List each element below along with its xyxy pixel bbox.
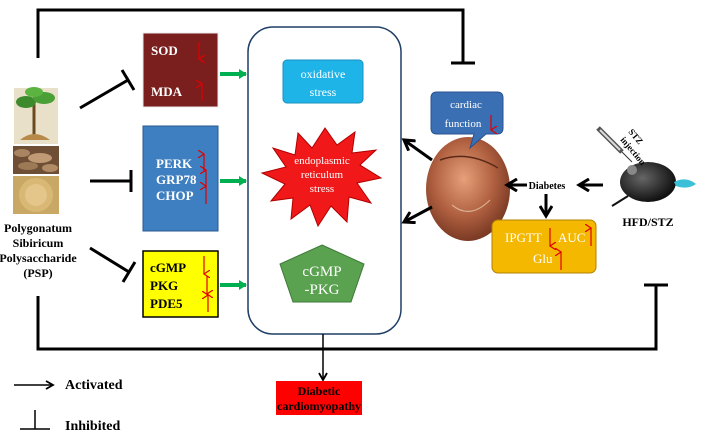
diabetes-label: Diabetes	[529, 181, 566, 192]
oxidative-stress-line2: stress	[310, 85, 337, 99]
syringe-icon	[596, 126, 633, 163]
heart-image	[426, 137, 510, 241]
glucose-tests-box	[491, 219, 597, 274]
marker-perk: PERK	[156, 156, 193, 171]
top-inhibition-line	[36, 8, 465, 63]
cgmp-pkg-pentagon	[279, 244, 365, 303]
marker-mda: MDA	[151, 84, 183, 99]
marker-grp78: GRP78	[156, 172, 197, 187]
heart-arrow-upper	[404, 140, 433, 162]
hfd-stz-label: HFD/STZ	[622, 215, 673, 229]
er-stress-line1: endoplasmic	[294, 155, 350, 167]
oxidative-stress-box	[282, 59, 364, 104]
source-label-line2: Sibiricum	[13, 236, 64, 250]
cardiac-function-callout	[430, 91, 504, 150]
source-label-line1: Polygonatum	[4, 221, 72, 235]
outcome-line2: cardiomyopathy	[277, 399, 361, 413]
oxidative-markers-box	[142, 32, 219, 108]
oxidative-stress-line1: oxidative	[301, 67, 346, 81]
marker-pkg: PKG	[150, 278, 178, 293]
bottom-inhibition-line	[36, 285, 658, 351]
marker-cgmp: cGMP	[150, 260, 186, 275]
inhibit-bar-box3	[121, 261, 137, 283]
cardiac-function-line1: cardiac	[450, 99, 482, 111]
marker-chop: CHOP	[156, 188, 194, 203]
legend-inhibited-label: Inhibited	[65, 419, 120, 434]
er-stress-line2: reticulum	[301, 169, 344, 181]
rhizome-image	[13, 146, 59, 174]
cgmp-pkg-line1: cGMP	[302, 264, 341, 280]
outcome-line1: Diabetic	[298, 384, 341, 398]
source-label-line3: Polysaccharide	[0, 251, 77, 265]
auc-label: AUC	[558, 230, 585, 245]
inhibit-bar-box1	[120, 69, 136, 91]
cgmp-markers-box	[142, 250, 219, 318]
ipgtt-label: IPGTT	[505, 230, 542, 245]
glu-label: Glu	[533, 251, 553, 266]
cardiac-function-line2: function	[445, 118, 482, 130]
cgmp-pkg-line2: -PKG	[304, 282, 339, 298]
inhibit-line-box1	[79, 78, 129, 110]
legend-activated-label: Activated	[65, 378, 123, 393]
mouse-image	[611, 162, 696, 207]
plant-image	[14, 87, 58, 144]
inhibit-line-box3	[89, 246, 130, 274]
powder-image	[13, 176, 59, 214]
heart-arrow-lower	[404, 205, 433, 222]
marker-pde5: PDE5	[150, 296, 183, 311]
source-label-line4: (PSP)	[23, 266, 52, 280]
er-stress-line3: stress	[310, 183, 334, 195]
marker-sod: SOD	[151, 43, 178, 58]
er-stress-star	[260, 127, 383, 228]
outcome-box	[276, 381, 362, 415]
